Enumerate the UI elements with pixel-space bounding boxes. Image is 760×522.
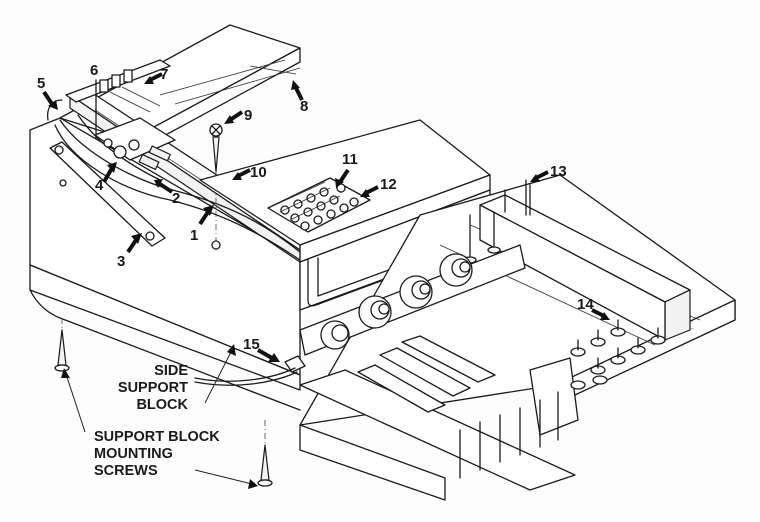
- callout-7: 7: [160, 66, 168, 83]
- black-key: [379, 347, 471, 397]
- callout-14: 14: [577, 296, 594, 313]
- knob-row: [299, 244, 526, 356]
- svg-text:SCREWS: SCREWS: [94, 463, 158, 479]
- callout-arrows: [42, 65, 610, 489]
- callout-1: 1: [190, 227, 198, 244]
- keyboard-keys: [299, 335, 579, 501]
- svg-text:SUPPORT BLOCK: SUPPORT BLOCK: [94, 429, 220, 445]
- mounting-screws-label: SUPPORT BLOCK MOUNTING SCREWS: [94, 429, 220, 479]
- screw-9: [209, 123, 223, 250]
- callout-3: 3: [117, 253, 125, 270]
- callout-15: 15: [243, 336, 260, 353]
- mounting-bracket: [49, 141, 166, 247]
- knob: [320, 320, 350, 350]
- connector-cluster: [94, 117, 176, 171]
- black-key: [357, 364, 446, 413]
- posts: [463, 179, 531, 264]
- svg-text:SIDE: SIDE: [154, 363, 188, 379]
- callout-10: 10: [250, 164, 267, 181]
- callout-5: 5: [37, 75, 45, 92]
- black-key: [401, 335, 496, 383]
- svg-text:SUPPORT: SUPPORT: [118, 380, 188, 396]
- callout-8: 8: [300, 98, 308, 115]
- stud-grid: [570, 319, 666, 390]
- callout-2: 2: [172, 190, 180, 207]
- svg-text:MOUNTING: MOUNTING: [94, 446, 173, 462]
- callout-9: 9: [244, 107, 252, 124]
- callout-11: 11: [342, 151, 358, 168]
- terminal-block: [267, 177, 371, 233]
- mounting-hole: [59, 179, 67, 187]
- right-rail: [479, 194, 691, 341]
- mounting-screw-left: [54, 318, 70, 372]
- callout-4: 4: [95, 177, 104, 194]
- rear-connector-strip: [65, 59, 171, 113]
- callout-6: 6: [90, 62, 98, 79]
- side-support-block-label: SIDE SUPPORT BLOCK: [118, 363, 189, 413]
- callout-labels: 1 2 3 4 5 6 7 8 9 10 11 12 13 14 15: [37, 62, 594, 353]
- knob: [439, 253, 473, 287]
- knob: [399, 275, 433, 309]
- callout-12: 12: [380, 176, 397, 193]
- callout-13: 13: [550, 163, 567, 180]
- knob: [358, 295, 392, 329]
- svg-text:BLOCK: BLOCK: [136, 397, 188, 413]
- mounting-screw-right: [257, 420, 273, 487]
- side-support-block: [194, 355, 306, 386]
